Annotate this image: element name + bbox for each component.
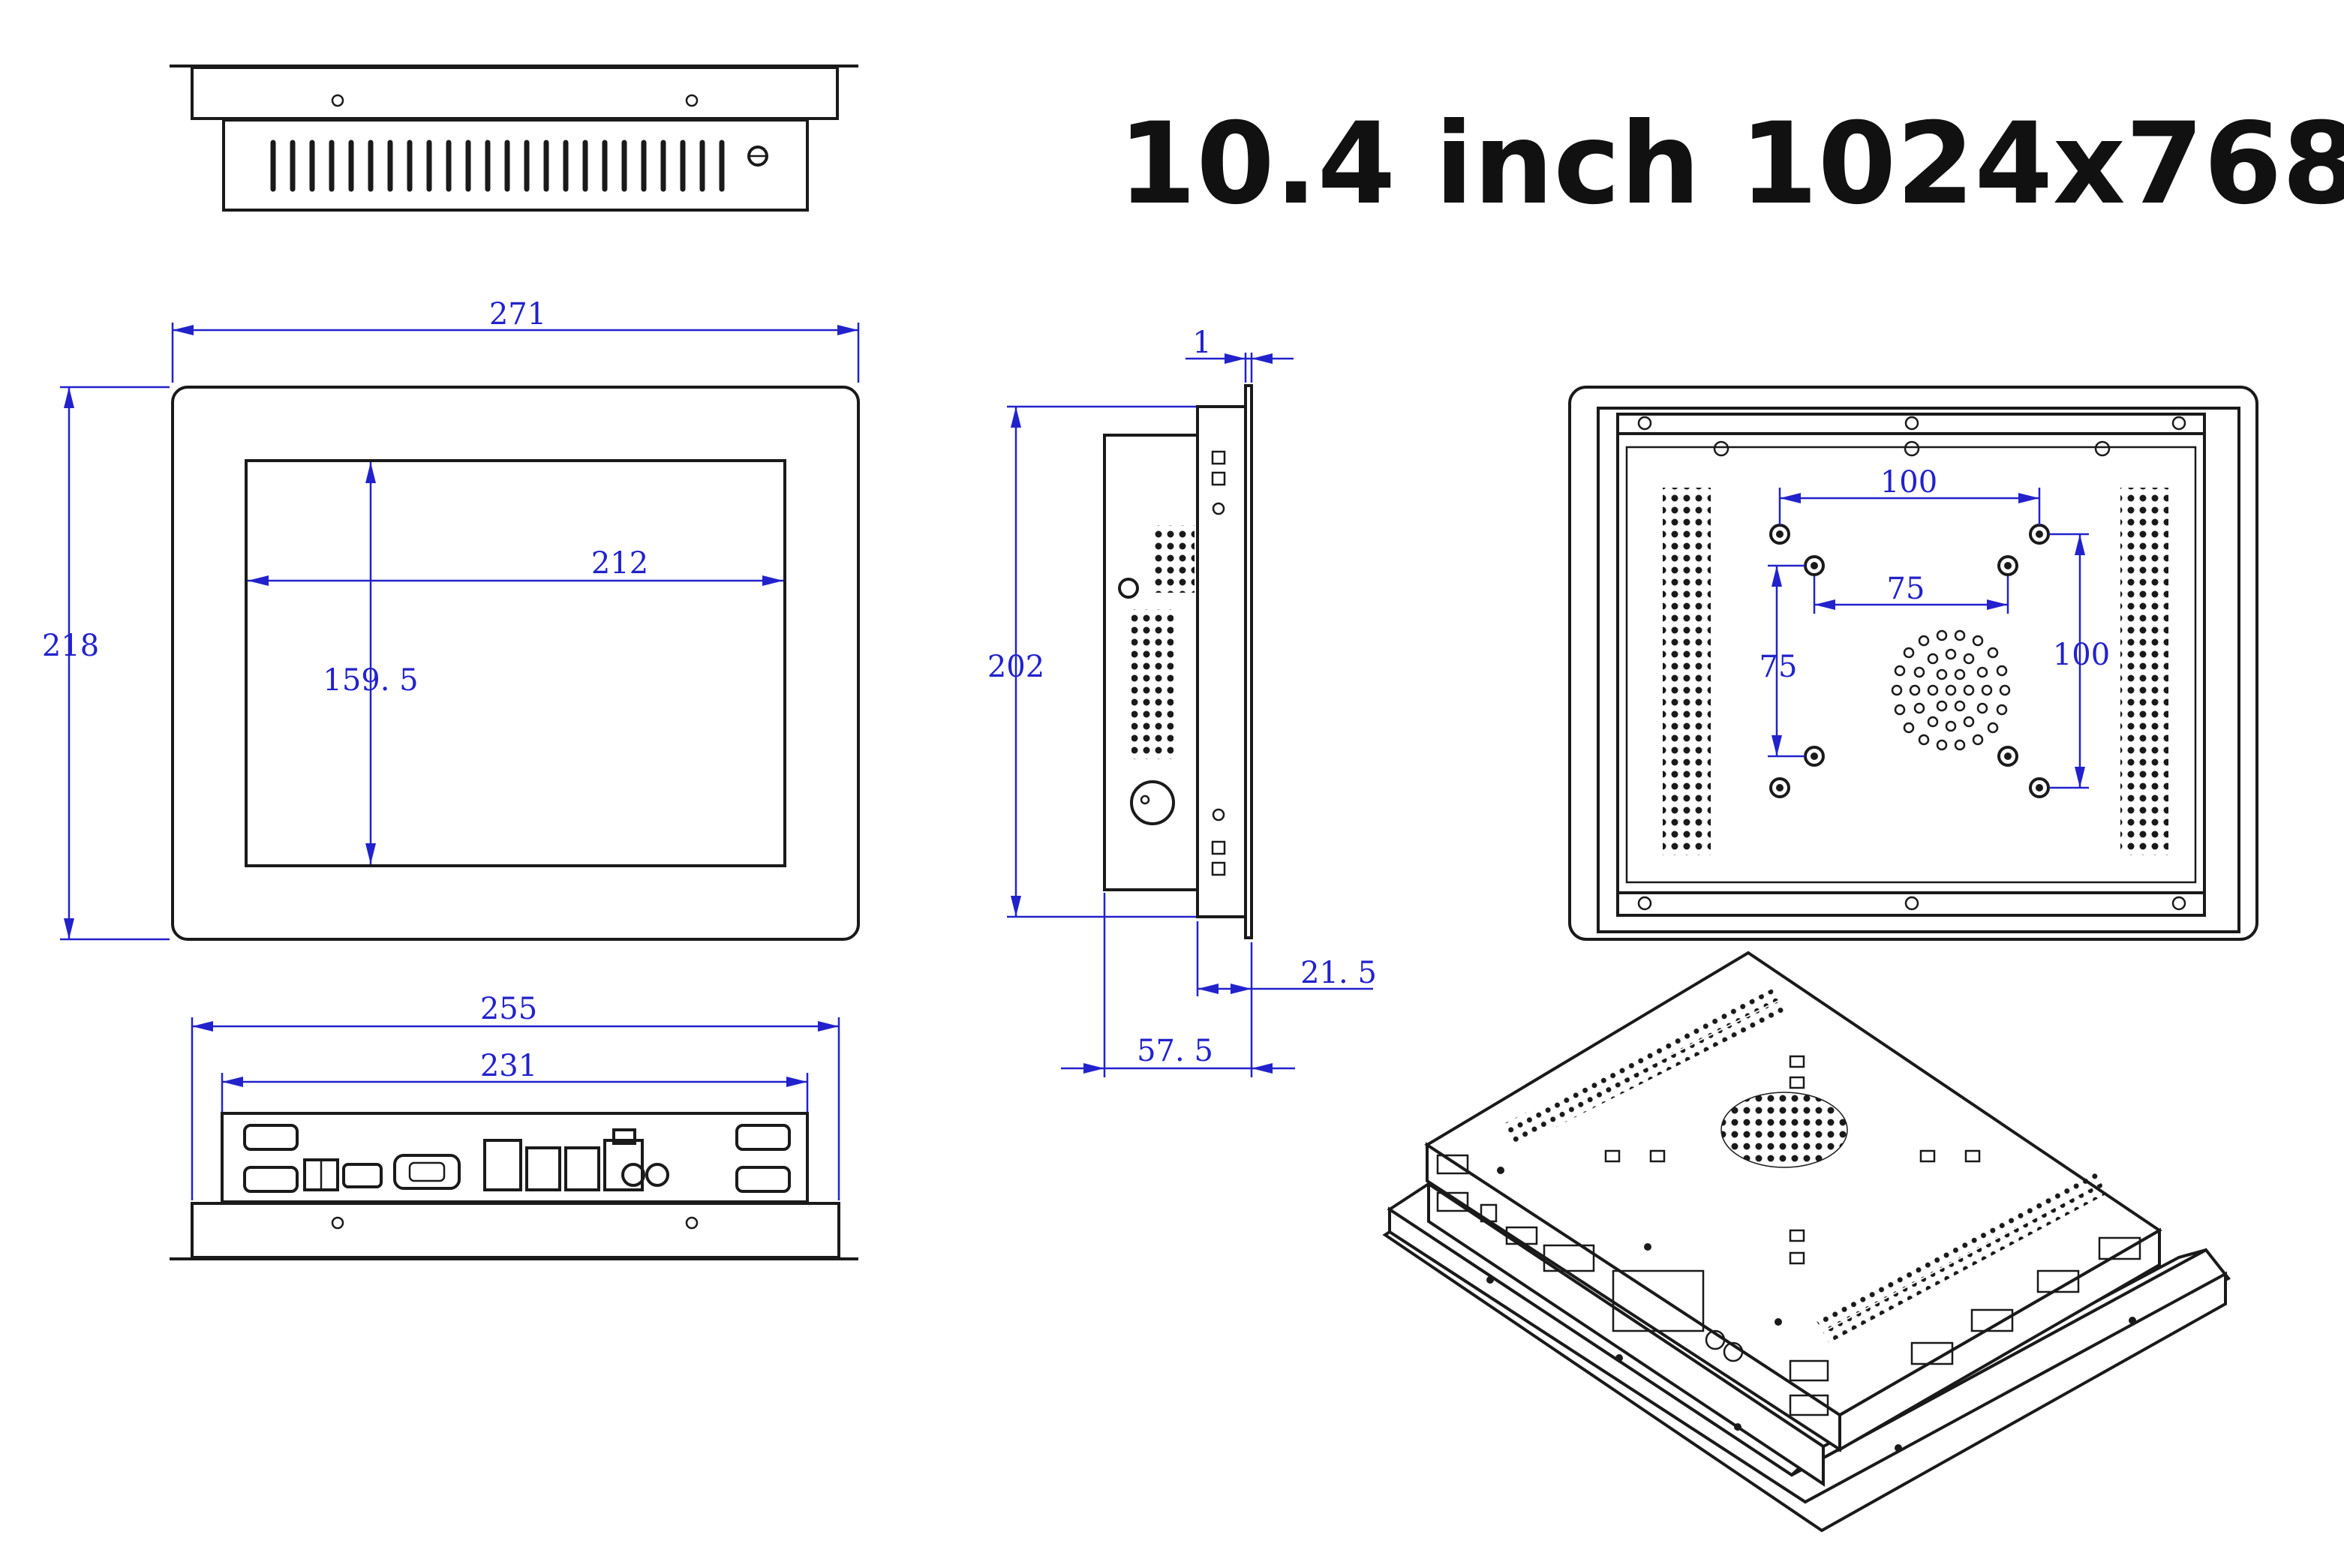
product-title: 10.4 inch 1024x768 xyxy=(1118,99,2344,230)
dim-inner-width: 231 xyxy=(480,1049,537,1083)
iso-ports-right xyxy=(1910,1236,2141,1365)
rear-view: 100 75 75 100 xyxy=(1568,386,2258,941)
dim-frame-depth: 21. 5 xyxy=(1300,956,1377,990)
dim-vesa-outer-vertical: 100 xyxy=(2053,638,2110,672)
isometric-view xyxy=(1382,951,2231,1533)
dim-bezel-thickness: 1 xyxy=(1192,326,1211,360)
iso-speaker xyxy=(1720,1092,1848,1168)
dim-total-depth: 57. 5 xyxy=(1137,1034,1213,1068)
vesa-mounts xyxy=(1769,524,2050,798)
iso-mounts xyxy=(1604,1055,1981,1265)
io-ports xyxy=(243,1124,791,1193)
top-view xyxy=(170,65,858,212)
bottom-view: 255 231 xyxy=(170,992,858,1260)
dim-side-height: 202 xyxy=(987,650,1044,684)
dim-screen-height: 159. 5 xyxy=(323,663,418,698)
dim-vesa-inner-vertical: 75 xyxy=(1760,650,1798,684)
dim-outer-width: 255 xyxy=(480,992,537,1026)
rear-vent-right xyxy=(2120,488,2168,855)
iso-vent-left xyxy=(1501,987,1789,1148)
dim-vesa-inner-horizontal: 75 xyxy=(1887,572,1925,606)
rear-screws xyxy=(1637,416,2186,911)
side-vent-top xyxy=(1152,525,1195,593)
dim-vesa-outer-horizontal: 100 xyxy=(1880,465,1937,500)
dim-overall-width: 271 xyxy=(489,297,546,332)
iso-vent-right xyxy=(1816,1170,2108,1343)
iso-screws xyxy=(1486,1167,2136,1452)
dim-screen-width: 212 xyxy=(591,546,648,581)
vent-slots xyxy=(270,140,725,192)
speaker-grille xyxy=(1891,629,2011,751)
iso-ports-left xyxy=(1436,1154,1829,1416)
side-vent-bottom xyxy=(1131,609,1174,759)
front-view: 271 218 212 159. 5 xyxy=(42,297,860,941)
side-view: 1 202 21. 5 57. 5 xyxy=(987,326,1377,1077)
rear-vent-left xyxy=(1663,488,1711,855)
dim-overall-height: 218 xyxy=(42,629,99,663)
